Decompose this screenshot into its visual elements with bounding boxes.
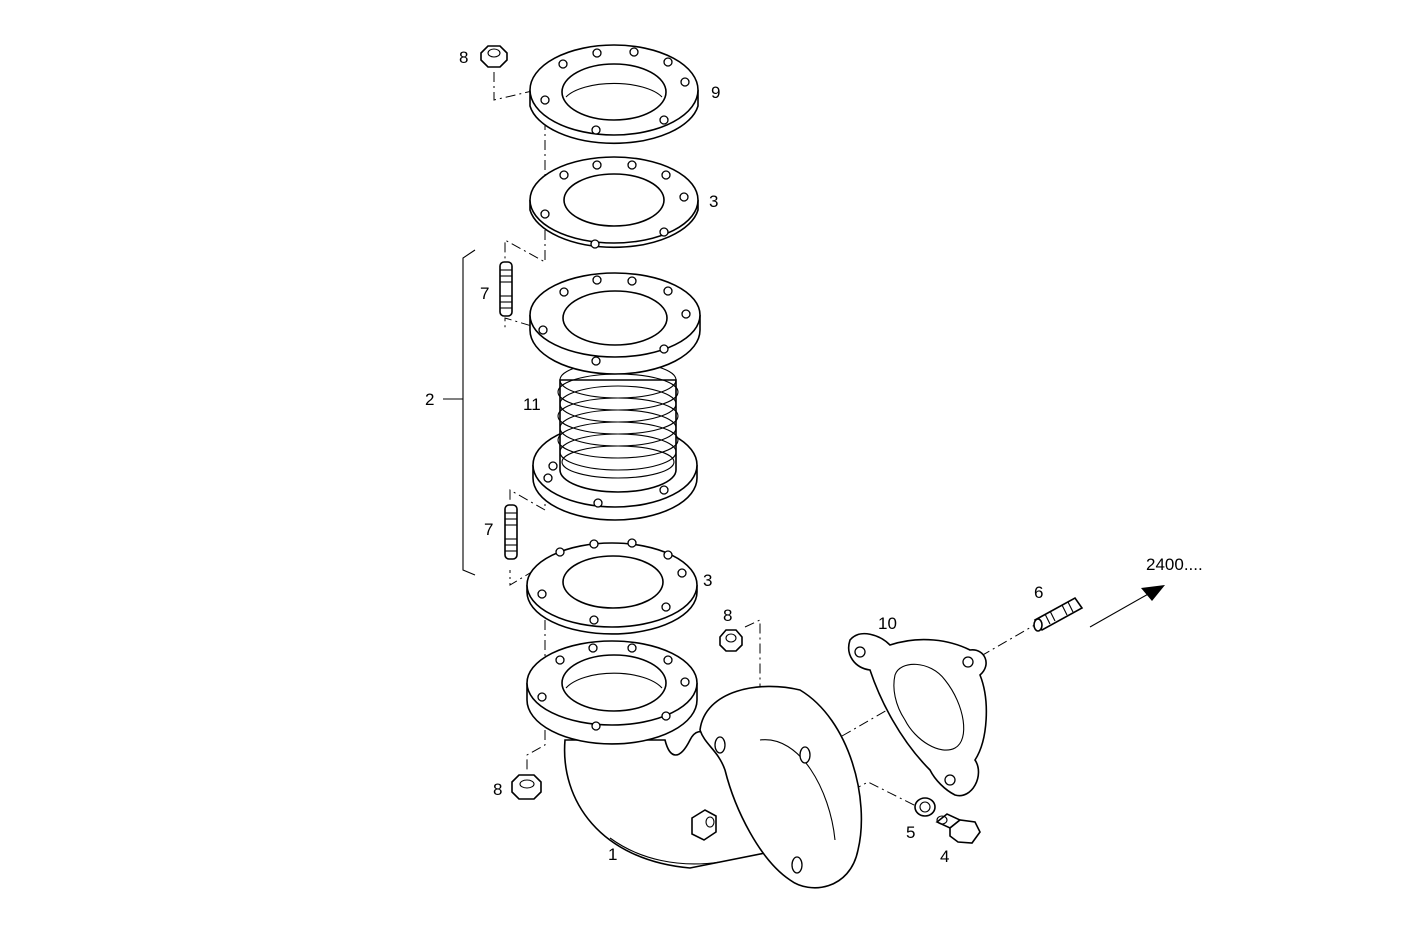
callout-9: 9 — [711, 83, 720, 102]
callout-7-upper: 7 — [480, 284, 489, 303]
assembly-bracket — [443, 249, 476, 576]
callout-1: 1 — [608, 845, 617, 864]
nut-top — [480, 45, 508, 68]
callout-7-lower: 7 — [484, 520, 493, 539]
callout-10: 10 — [878, 614, 897, 633]
nut-bottom — [511, 774, 542, 800]
seal-ring — [914, 797, 936, 817]
gasket-upper — [529, 156, 699, 249]
compensator-flange-upper — [529, 272, 701, 375]
stud-upper — [499, 261, 513, 317]
reference-arrow — [1089, 585, 1165, 628]
bellows — [557, 361, 679, 493]
reference-arrow-label: 2400.... — [1146, 555, 1203, 574]
callout-3-upper: 3 — [709, 192, 718, 211]
pipe-elbow — [563, 685, 863, 889]
callout-8-middle: 8 — [723, 606, 732, 625]
callout-3-lower: 3 — [703, 571, 712, 590]
flange-gasket-side — [848, 632, 988, 797]
callout-8-top: 8 — [459, 48, 468, 67]
callout-2: 2 — [425, 390, 434, 409]
gasket-lower — [526, 538, 698, 635]
flange-bottom — [526, 640, 698, 745]
callout-6: 6 — [1034, 583, 1043, 602]
nut-middle — [719, 629, 743, 652]
callout-4: 4 — [940, 847, 949, 866]
callout-labels: 1 2 3 3 4 5 6 7 7 8 8 8 9 10 11 2400.... — [425, 48, 1203, 866]
callout-11: 11 — [523, 395, 541, 414]
callout-5: 5 — [906, 823, 915, 842]
flange-top — [529, 44, 699, 145]
callout-8-bottom: 8 — [493, 780, 502, 799]
plug-screw — [935, 813, 981, 844]
stud-lower — [504, 504, 518, 560]
stud-right — [1033, 596, 1084, 632]
